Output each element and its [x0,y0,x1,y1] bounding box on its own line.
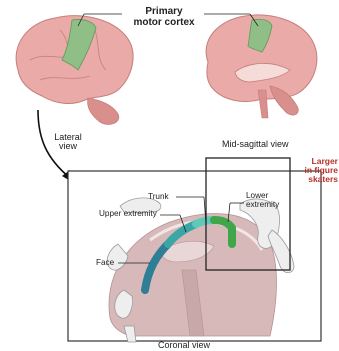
figure-skaters-annotation: Larger in figure skaters [296,157,338,184]
face-label: Face [96,259,114,268]
title: Primary motor cortex [124,7,204,28]
lateral-brain [16,16,133,125]
mid-sagittal-brain [206,15,317,118]
lower-extremity-label: Lower extremity [246,192,279,209]
title-line2: motor cortex [124,18,204,29]
coronal-view-label: Coronal view [158,341,210,350]
lower-extremity-line2: extremity [246,201,279,210]
mid-sagittal-view-label: Mid-sagittal view [222,140,289,149]
annotation-line3: skaters [296,175,338,184]
title-line1: Primary [124,7,204,18]
upper-extremity-label: Upper extremity [99,210,157,219]
lateral-line2: view [48,142,88,151]
lateral-view-label: Lateral view [48,133,88,152]
trunk-label: Trunk [148,193,169,202]
